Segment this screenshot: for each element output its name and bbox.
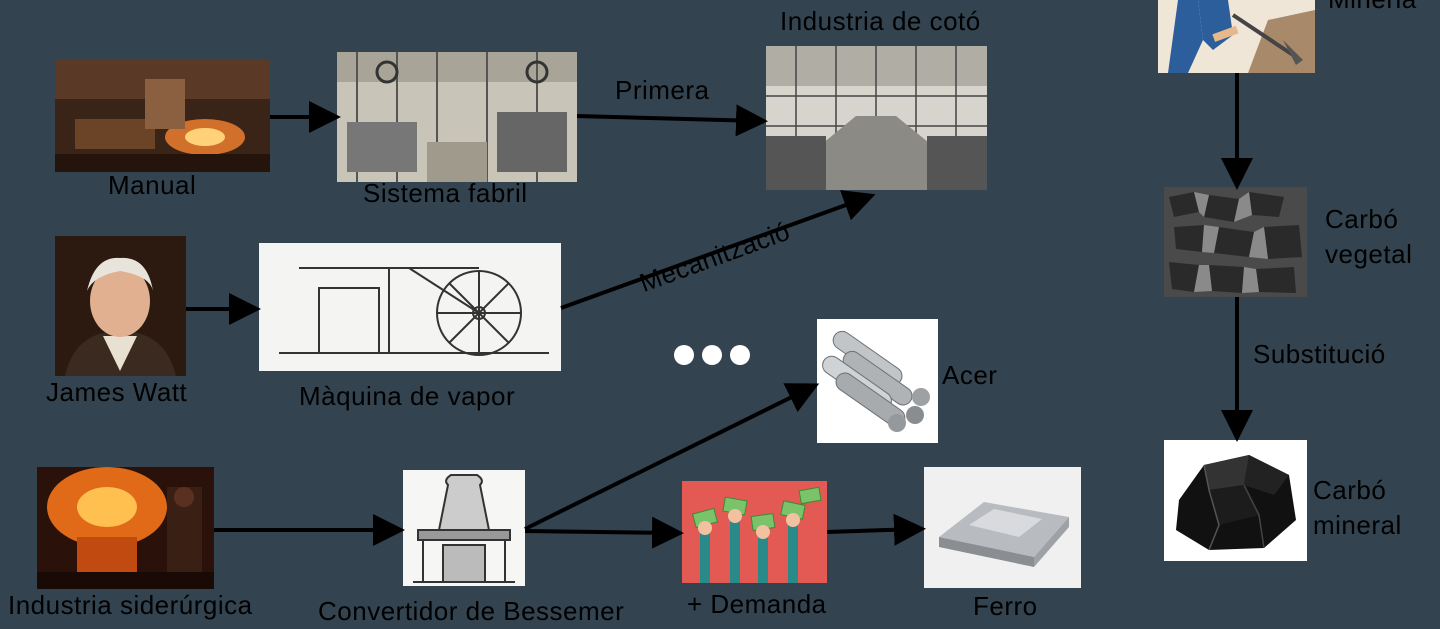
convertidor-bessemer-image bbox=[403, 470, 525, 586]
label-carbo-mineral-2: mineral bbox=[1313, 510, 1402, 540]
carbo-vegetal-image bbox=[1164, 187, 1307, 297]
label-industria-coto: Industria de cotó bbox=[780, 6, 981, 36]
label-carbo-mineral-1: Carbó bbox=[1313, 475, 1387, 505]
industria-coto-image bbox=[766, 46, 987, 190]
arrow-sistema-coto bbox=[576, 104, 768, 137]
carbo-mineral-image bbox=[1164, 440, 1307, 561]
label-carbo-vegetal-1: Carbó bbox=[1325, 204, 1399, 234]
industria-siderurgica-image bbox=[37, 467, 214, 589]
label-acer: Acer bbox=[942, 360, 998, 390]
demanda-image bbox=[682, 481, 827, 583]
james-watt-portrait bbox=[55, 236, 186, 376]
label-manual: Manual bbox=[108, 170, 197, 200]
label-carbo-vegetal-2: vegetal bbox=[1325, 239, 1413, 269]
arrow-convertidor-demanda bbox=[524, 516, 684, 549]
label-industria-siderurgica: Industria siderúrgica bbox=[8, 590, 253, 620]
maquina-vapor-image bbox=[259, 243, 561, 371]
label-ferro: Ferro bbox=[973, 591, 1038, 621]
ellipsis-dot-1 bbox=[674, 345, 694, 365]
sistema-fabril-image bbox=[337, 52, 577, 182]
label-convertidor: Convertidor de Bessemer bbox=[318, 596, 625, 626]
label-substitucio: Substitució bbox=[1253, 339, 1386, 369]
label-demanda: + Demanda bbox=[687, 589, 827, 619]
ellipsis-dot-3 bbox=[730, 345, 750, 365]
label-sistema-fabril: Sistema fabril bbox=[363, 178, 528, 208]
ferro-image bbox=[924, 467, 1081, 588]
label-mecanitzacio: Mecanització bbox=[635, 215, 794, 298]
label-james-watt: James Watt bbox=[46, 377, 188, 407]
mineria-image bbox=[1158, 0, 1315, 73]
ellipsis-dot-2 bbox=[702, 345, 722, 365]
arrow-demanda-ferro bbox=[826, 513, 926, 546]
label-primera: Primera bbox=[615, 75, 710, 105]
manual-forge-image bbox=[55, 59, 270, 172]
label-maquina-vapor: Màquina de vapor bbox=[299, 381, 516, 411]
label-mineria: Mineria bbox=[1328, 0, 1417, 12]
acer-image bbox=[817, 319, 938, 443]
